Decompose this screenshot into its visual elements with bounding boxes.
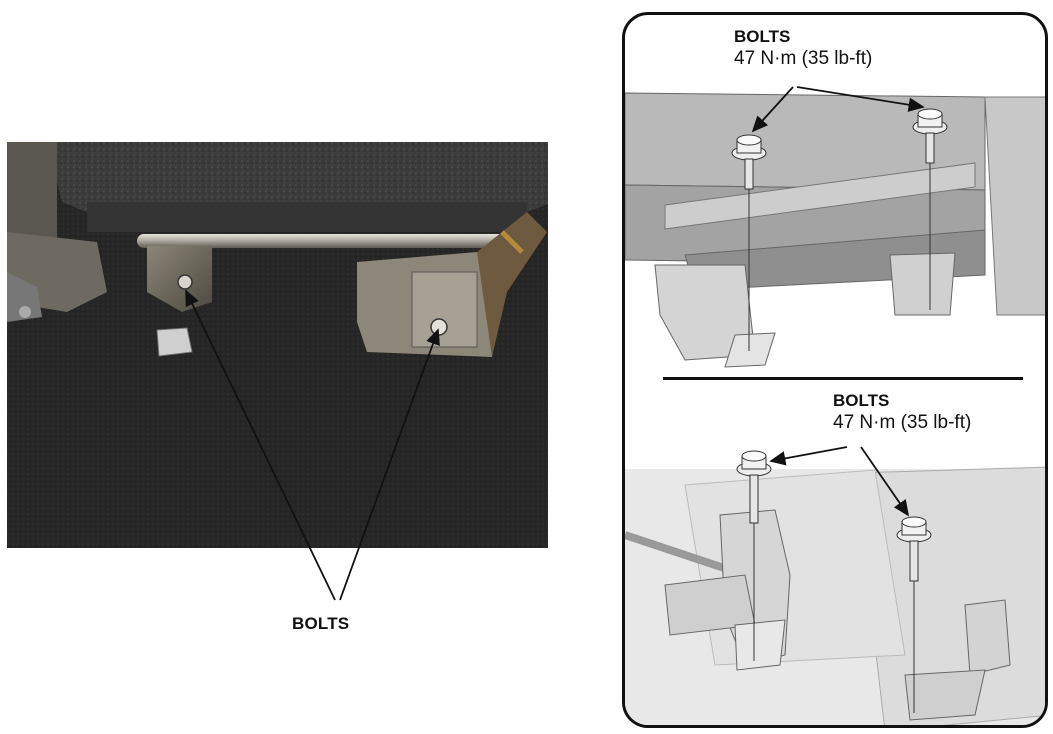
lower-bolts-torque-spec: 47 N·m (35 lb-ft) [833,412,972,433]
upper-bolts-torque-spec: 47 N·m (35 lb-ft) [734,48,873,69]
upper-bolts-title: BOLTS [734,27,791,46]
panel-divider [663,377,1023,380]
torque-callout-panel: BOLTS 47 N·m (35 lb-ft) BOLTS 47 N·m (35… [622,12,1048,728]
upper-bolts-torque-label: BOLTS 47 N·m (35 lb-ft) [734,27,872,71]
seat-underside-photo [7,142,548,548]
upper-seat-mount-illustration [625,86,1045,368]
photo-bolts-label: BOLTS [292,614,350,633]
lower-bolts-title: BOLTS [833,391,890,410]
lower-bolts-torque-label: BOLTS 47 N·m (35 lb-ft) [833,391,971,435]
lower-seat-mount-illustration [625,446,1045,725]
